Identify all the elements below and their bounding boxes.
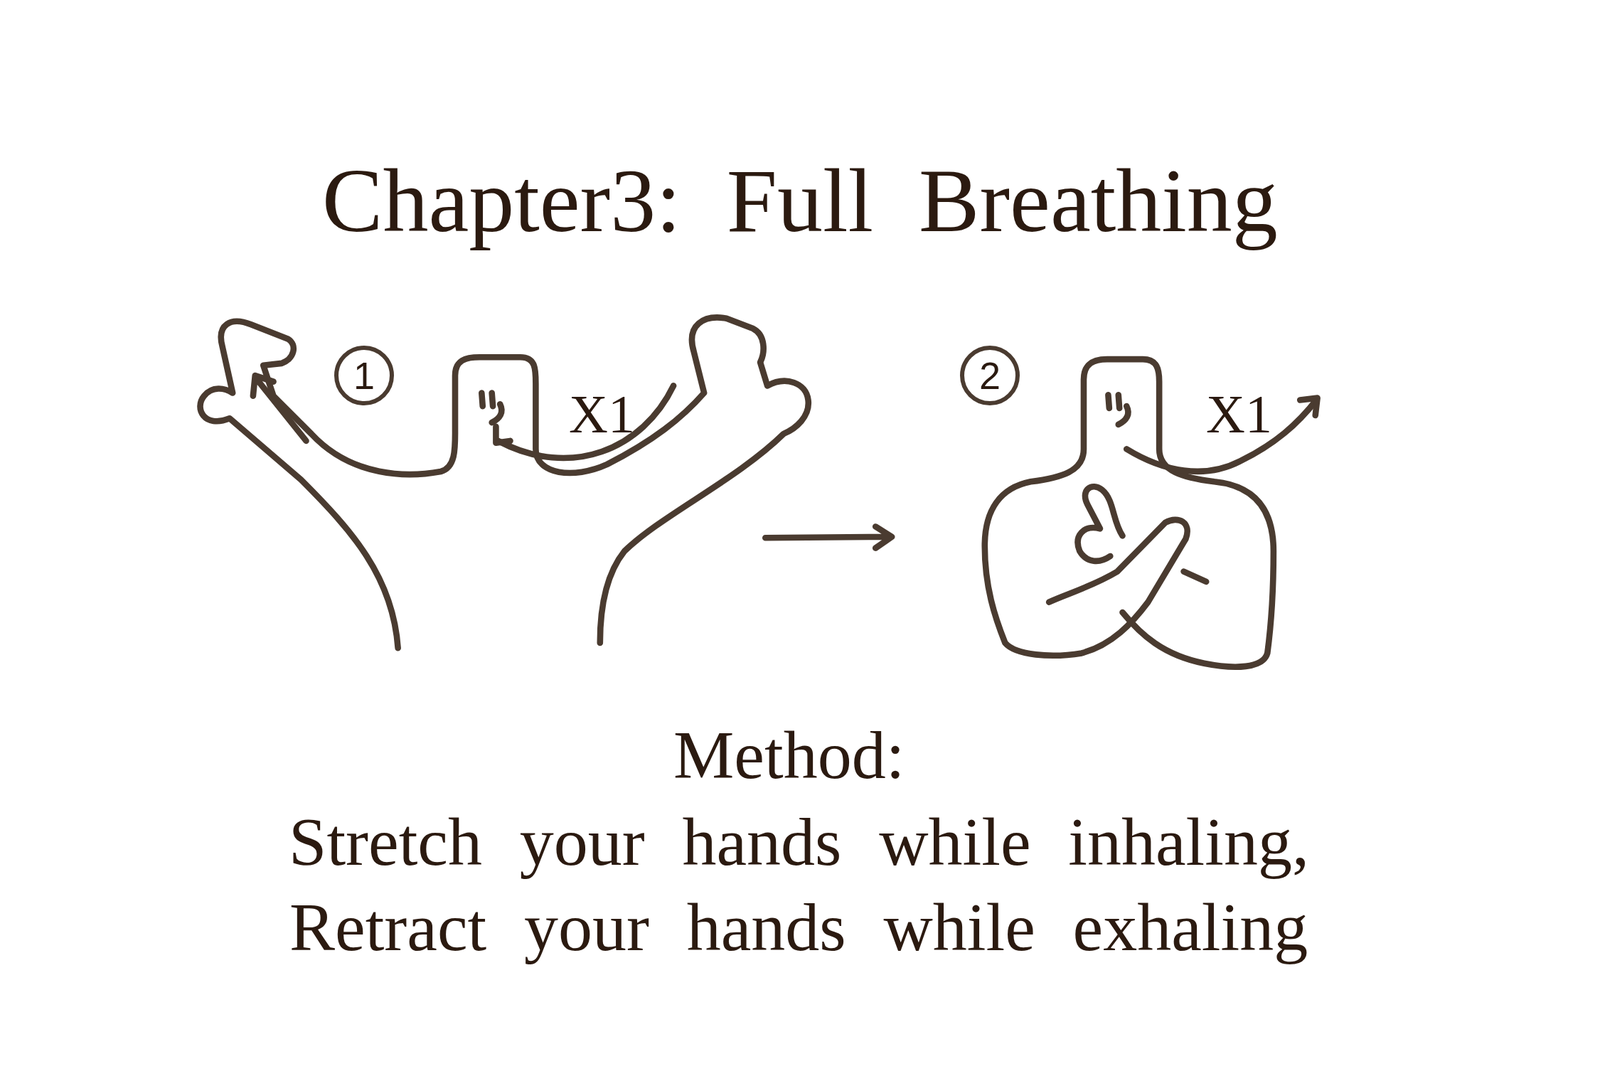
callout-circle: 1: [334, 345, 394, 406]
callout-number: 2: [979, 356, 1001, 395]
method-step: Retract your hands while exhaling: [289, 893, 1308, 962]
stretch-arrow: [253, 375, 307, 441]
step-arrow: [765, 526, 892, 548]
inhale-arrow: [497, 385, 674, 458]
exhale-arrowhead: [1299, 398, 1317, 416]
callout-circle: 2: [960, 345, 1020, 406]
figure-arms-crossed: [984, 359, 1274, 668]
inhale-arrowhead: [495, 426, 510, 444]
face: [1107, 394, 1128, 425]
repeat-count: X1: [1206, 386, 1273, 441]
face: [481, 392, 502, 423]
figure-arms-up: [200, 317, 809, 649]
title: Chapter3: Full Breathing: [322, 155, 1278, 247]
method-heading: Method:: [673, 721, 905, 790]
method-step: Stretch your hands while inhaling,: [288, 807, 1310, 877]
callout-number: 1: [353, 356, 375, 395]
repeat-count: X1: [568, 386, 636, 441]
